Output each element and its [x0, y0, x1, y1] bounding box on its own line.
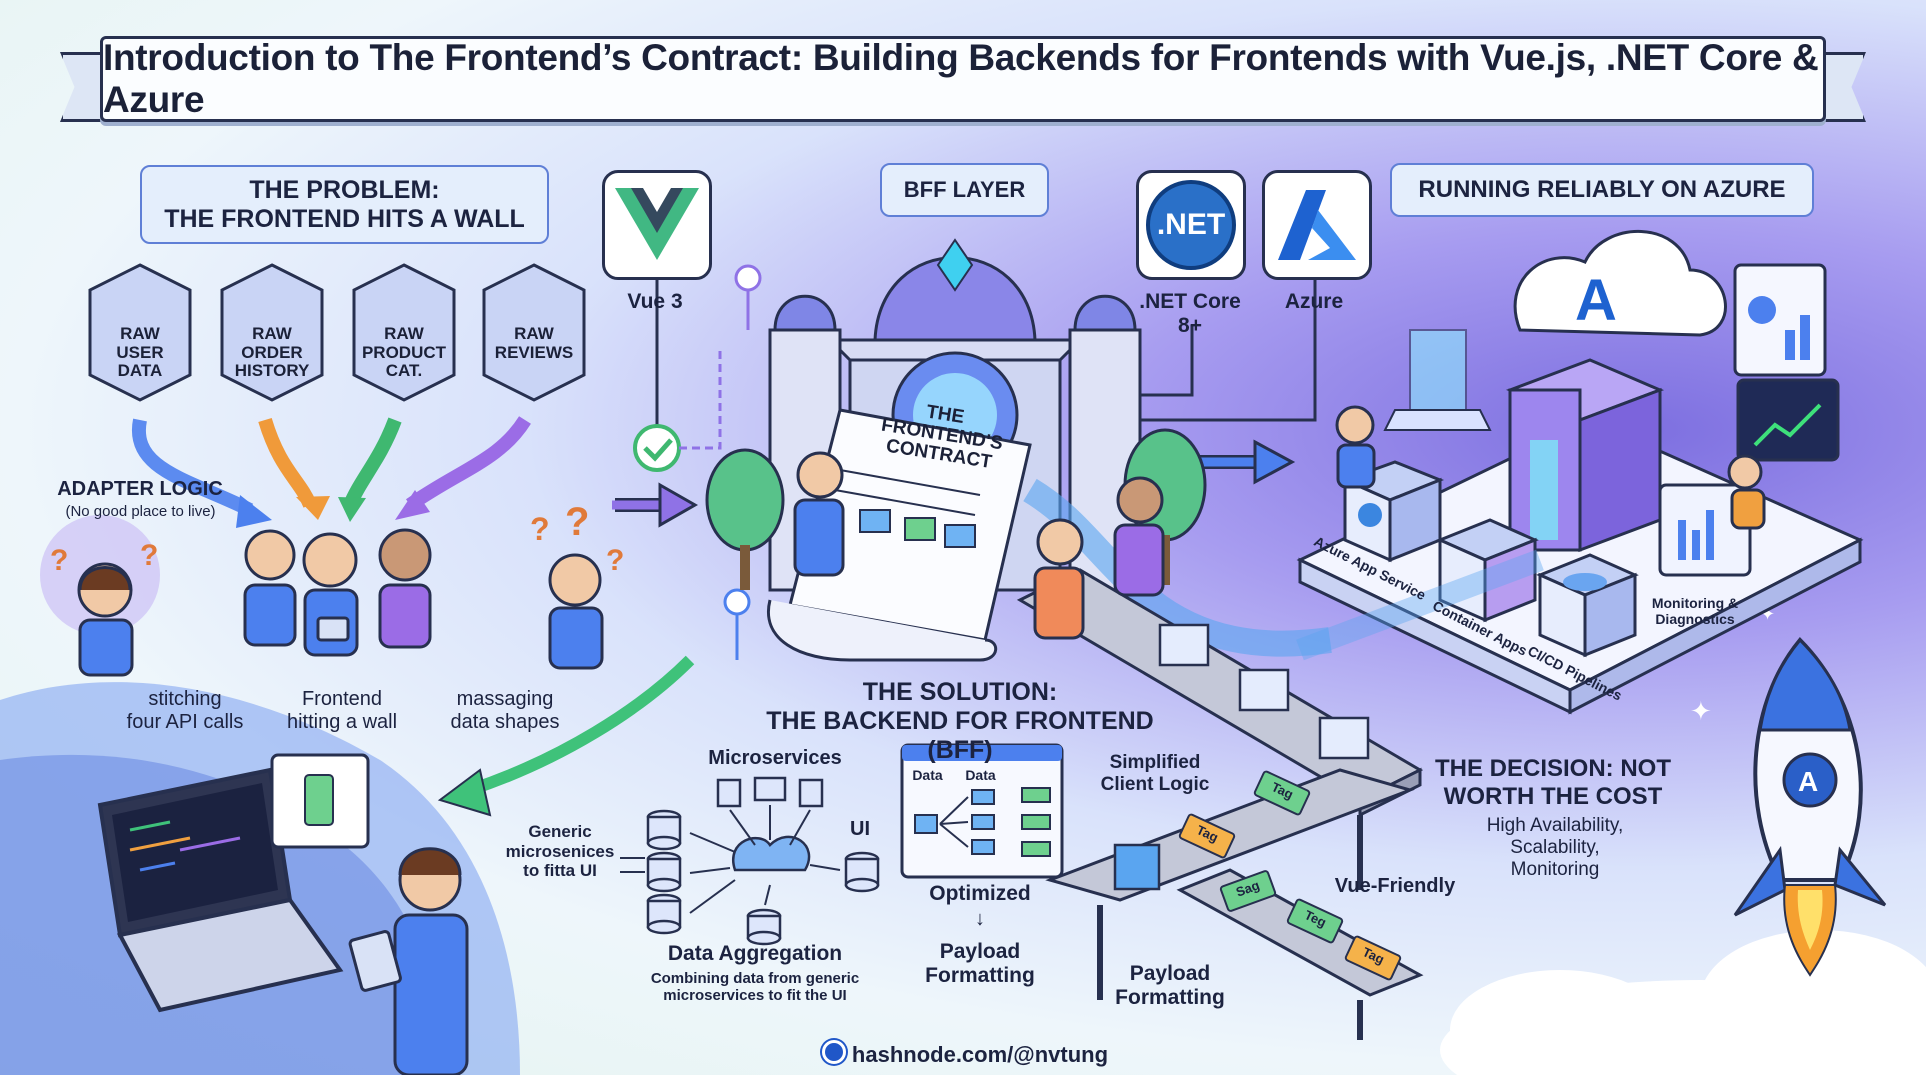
- source-line: CAT.: [385, 361, 423, 381]
- simplified-line: Simplified: [1109, 752, 1201, 773]
- dotnet-label: .NET Core 8+: [1120, 290, 1260, 338]
- decision-line1: THE DECISION: NOT: [1434, 755, 1671, 782]
- payload2-line: Payload: [1129, 962, 1211, 985]
- caption-line: Frontend: [301, 688, 383, 710]
- payload-line: Formatting: [925, 964, 1035, 988]
- monitoring-diagnostics-label: Monitoring & Diagnostics: [1640, 595, 1750, 627]
- down-arrow-icon: ↓: [975, 908, 985, 930]
- solution-heading: THE SOLUTION: THE BACKEND FOR FRONTEND (…: [740, 678, 1180, 764]
- adapter-logic-title: ADAPTER LOGIC: [57, 478, 223, 500]
- decision-sub: Scalability,: [1510, 836, 1600, 858]
- dotnet-label-line1: .NET Core: [1139, 290, 1241, 313]
- footer-link[interactable]: hashnode.com/@nvtung: [810, 1040, 1120, 1067]
- svg-text:?: ?: [565, 500, 589, 544]
- decision-sub: Monitoring: [1510, 858, 1600, 880]
- source-line: ORDER: [241, 342, 303, 362]
- aggregation-title: Data Aggregation: [667, 942, 843, 965]
- svg-text:?: ?: [50, 544, 68, 577]
- caption-hitting-wall: Frontend hitting a wall: [262, 688, 422, 734]
- caption-line: data shapes: [450, 711, 560, 733]
- svg-text:A: A: [1575, 268, 1617, 333]
- source-reviews: RAW REVIEWS: [484, 324, 584, 362]
- azure-heading: RUNNING RELIABLY ON AZURE: [1390, 163, 1814, 217]
- payload-formatting-label-2: Payload Formatting: [1100, 962, 1240, 1010]
- generic-line: microsenices: [505, 841, 615, 861]
- simplified-client-logic-label: Simplified Client Logic: [1090, 752, 1220, 796]
- azure-icon: [1278, 190, 1356, 260]
- adapter-logic-subtitle: (No good place to live): [65, 503, 216, 520]
- source-user-data: RAW USER DATA: [90, 324, 190, 381]
- data-label-1: Data: [912, 767, 943, 783]
- svg-text:✦: ✦: [1690, 696, 1712, 726]
- dotnet-label-line2: 8+: [1178, 314, 1202, 338]
- caption-line: stitching: [148, 688, 222, 710]
- simplified-line: Client Logic: [1100, 773, 1210, 795]
- microservices-title: Microservices: [708, 747, 842, 769]
- aggregation-line: Combining data from generic: [650, 970, 860, 987]
- source-line: HISTORY: [234, 361, 310, 381]
- svg-text:?: ?: [606, 544, 624, 577]
- page-title: Introduction to The Frontend’s Contract:…: [103, 37, 1819, 120]
- aggregation-line: microservices to fit the UI: [663, 987, 847, 1005]
- source-line: USER: [116, 342, 164, 362]
- optimized-label: Optimized: [929, 882, 1031, 905]
- decision-heading: THE DECISION: NOT WORTH THE COST: [1418, 755, 1688, 810]
- vue-friendly-label: Vue-Friendly: [1334, 875, 1456, 897]
- dotnet-icon: .NET: [1146, 180, 1236, 270]
- caption-stitching: stitching four API calls: [100, 688, 270, 734]
- problem-heading-line1: THE PROBLEM:: [249, 175, 440, 204]
- decision-line2: WORTH THE COST: [1443, 782, 1663, 810]
- source-product-catalog: RAW PRODUCT CAT.: [354, 324, 454, 381]
- caption-line: hitting a wall: [286, 711, 398, 733]
- data-label-2: Data: [965, 767, 996, 783]
- aggregation-description: Combining data from generic microservice…: [620, 970, 890, 1005]
- vue-icon: [615, 188, 699, 260]
- ui-label: UI: [850, 818, 870, 840]
- generic-microservices-label: Generic microsenices to fitta UI: [495, 822, 625, 881]
- caption-line: massaging: [456, 688, 554, 710]
- source-line: RAW: [514, 324, 554, 343]
- source-line: DATA: [117, 361, 163, 381]
- azure-logo-card: [1262, 170, 1372, 280]
- solution-line1: THE SOLUTION:: [862, 678, 1058, 706]
- decision-sub: High Availability,: [1486, 815, 1624, 836]
- footer-url: hashnode.com/@nvtung: [851, 1042, 1109, 1067]
- source-line: RAW: [252, 324, 292, 343]
- payload-formatting-label: Payload Formatting: [905, 940, 1055, 988]
- monitoring-line: Diagnostics: [1655, 611, 1735, 628]
- problem-heading: THE PROBLEM: THE FRONTEND HITS A WALL: [140, 165, 549, 244]
- azure-label: Azure: [1284, 290, 1344, 313]
- bff-layer-label: BFF LAYER: [880, 163, 1049, 217]
- decision-subtext: High Availability, Scalability, Monitori…: [1440, 815, 1670, 881]
- solution-line2: THE BACKEND FOR FRONTEND (BFF): [766, 706, 1154, 764]
- payload2-line: Formatting: [1115, 986, 1225, 1010]
- source-order-history: RAW ORDER HISTORY: [222, 324, 322, 381]
- caption-massaging: massaging data shapes: [420, 688, 590, 734]
- generic-line: Generic: [528, 822, 592, 841]
- caption-line: four API calls: [126, 711, 244, 733]
- monitoring-line: Monitoring &: [1651, 595, 1739, 611]
- source-line: PRODUCT: [361, 342, 447, 362]
- vue-logo-card: [602, 170, 712, 280]
- problem-heading-line2: THE FRONTEND HITS A WALL: [164, 204, 525, 233]
- hashnode-icon: [821, 1040, 846, 1064]
- svg-text:A: A: [1798, 766, 1818, 797]
- source-line: RAW: [384, 324, 424, 343]
- vue-label: Vue 3: [627, 290, 683, 313]
- generic-line: to fitta UI: [523, 861, 597, 881]
- dotnet-logo-card: .NET: [1136, 170, 1246, 280]
- source-line: RAW: [120, 324, 160, 343]
- source-line: REVIEWS: [494, 342, 574, 362]
- payload-line: Payload: [939, 940, 1021, 963]
- svg-text:?: ?: [530, 511, 550, 547]
- svg-text:?: ?: [140, 539, 158, 572]
- title-banner: Introduction to The Frontend’s Contract:…: [100, 36, 1826, 122]
